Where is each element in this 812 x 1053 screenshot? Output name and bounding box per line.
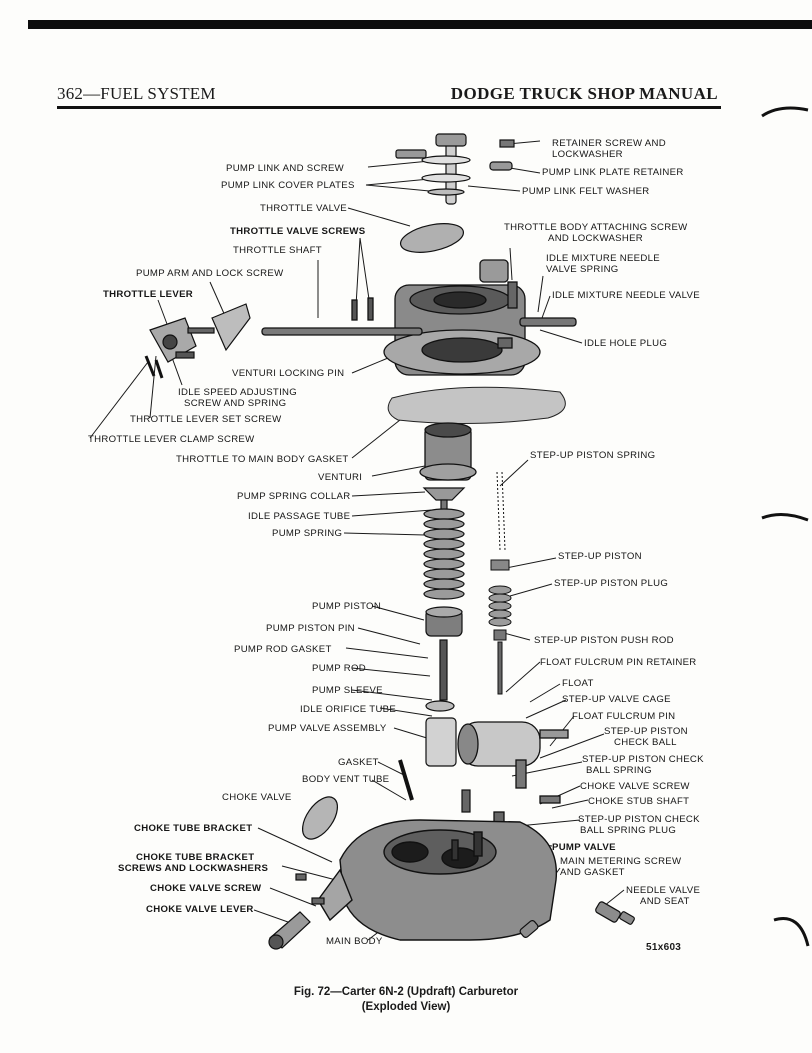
label-pump-link-and-screw: PUMP LINK AND SCREW — [226, 163, 345, 174]
label-choke-valve: CHOKE VALVE — [222, 792, 292, 803]
label-choke-valve-screw-left: CHOKE VALVE SCREW — [150, 883, 262, 894]
label-step-up-valve-cage: STEP-UP VALVE CAGE — [562, 694, 671, 705]
label-pump-link-felt-washer: PUMP LINK FELT WASHER — [522, 186, 650, 197]
label-pump-valve: PUMP VALVE — [552, 842, 616, 853]
scan-edge-marks — [761, 106, 810, 947]
label-step-up-piston: STEP-UP PISTON — [558, 551, 642, 562]
label-float-fulcrum-pin: FLOAT FULCRUM PIN — [572, 711, 676, 722]
label-pump-valve-assembly: PUMP VALVE ASSEMBLY — [268, 723, 387, 734]
page-header-section: 362—FUEL SYSTEM — [57, 84, 216, 103]
label-throttle-valve: THROTTLE VALVE — [260, 203, 348, 214]
label-throttle-lever-set-screw: THROTTLE LEVER SET SCREW — [130, 414, 282, 425]
label-pump-piston-pin: PUMP PISTON PIN — [266, 623, 355, 634]
label-pump-rod-gasket: PUMP ROD GASKET — [234, 644, 332, 655]
figure-caption: Fig. 72—Carter 6N-2 (Updraft) Carburetor — [293, 986, 519, 998]
label-pump-arm-and-lock-screw: PUMP ARM AND LOCK SCREW — [136, 268, 284, 279]
top-black-bar — [28, 20, 812, 29]
label-choke-valve-screw-right: CHOKE VALVE SCREW — [580, 781, 690, 792]
figure-caption-subtitle: (Exploded View) — [361, 1001, 451, 1013]
label-step-up-piston-spring: STEP-UP PISTON SPRING — [530, 450, 656, 461]
label-float: FLOAT — [562, 678, 594, 689]
label-throttle-to-main-body-gasket: THROTTLE TO MAIN BODY GASKET — [176, 454, 349, 465]
label-float-fulcrum-pin-retainer: FLOAT FULCRUM PIN RETAINER — [540, 657, 697, 668]
label-pump-link-cover-plates: PUMP LINK COVER PLATES — [221, 180, 355, 191]
label-venturi-locking-pin: VENTURI LOCKING PIN — [232, 368, 345, 379]
label-pump-spring-collar: PUMP SPRING COLLAR — [237, 491, 351, 502]
label-main-body: MAIN BODY — [326, 936, 383, 947]
label-pump-rod: PUMP ROD — [312, 663, 366, 674]
figure-id: 51x603 — [646, 942, 682, 953]
label-pump-spring: PUMP SPRING — [272, 528, 343, 539]
page-header-title: DODGE TRUCK SHOP MANUAL — [450, 84, 718, 103]
label-throttle-lever: THROTTLE LEVER — [103, 289, 194, 300]
label-throttle-shaft: THROTTLE SHAFT — [233, 245, 322, 256]
label-throttle-lever-clamp-screw: THROTTLE LEVER CLAMP SCREW — [88, 434, 255, 445]
label-throttle-valve-screws: THROTTLE VALVE SCREWS — [230, 226, 366, 237]
label-pump-link-plate-retainer: PUMP LINK PLATE RETAINER — [542, 167, 684, 178]
header-rule — [57, 106, 721, 109]
label-idle-hole-plug: IDLE HOLE PLUG — [584, 338, 668, 349]
label-pump-sleeve: PUMP SLEEVE — [312, 685, 383, 696]
label-body-vent-tube: BODY VENT TUBE — [302, 774, 390, 785]
label-venturi: VENTURI — [318, 472, 363, 483]
label-step-up-piston-push-rod: STEP-UP PISTON PUSH ROD — [534, 635, 674, 646]
label-idle-passage-tube: IDLE PASSAGE TUBE — [248, 511, 351, 522]
label-choke-stub-shaft: CHOKE STUB SHAFT — [588, 796, 690, 807]
label-choke-valve-lever: CHOKE VALVE LEVER — [146, 904, 254, 915]
label-pump-piston: PUMP PISTON — [312, 601, 382, 612]
label-step-up-piston-plug: STEP-UP PISTON PLUG — [554, 578, 669, 589]
label-idle-mixture-needle-valve: IDLE MIXTURE NEEDLE VALVE — [552, 290, 700, 301]
label-idle-orifice-tube: IDLE ORIFICE TUBE — [300, 704, 397, 715]
label-choke-tube-bracket: CHOKE TUBE BRACKET — [134, 823, 253, 834]
label-gasket: GASKET — [338, 757, 379, 768]
